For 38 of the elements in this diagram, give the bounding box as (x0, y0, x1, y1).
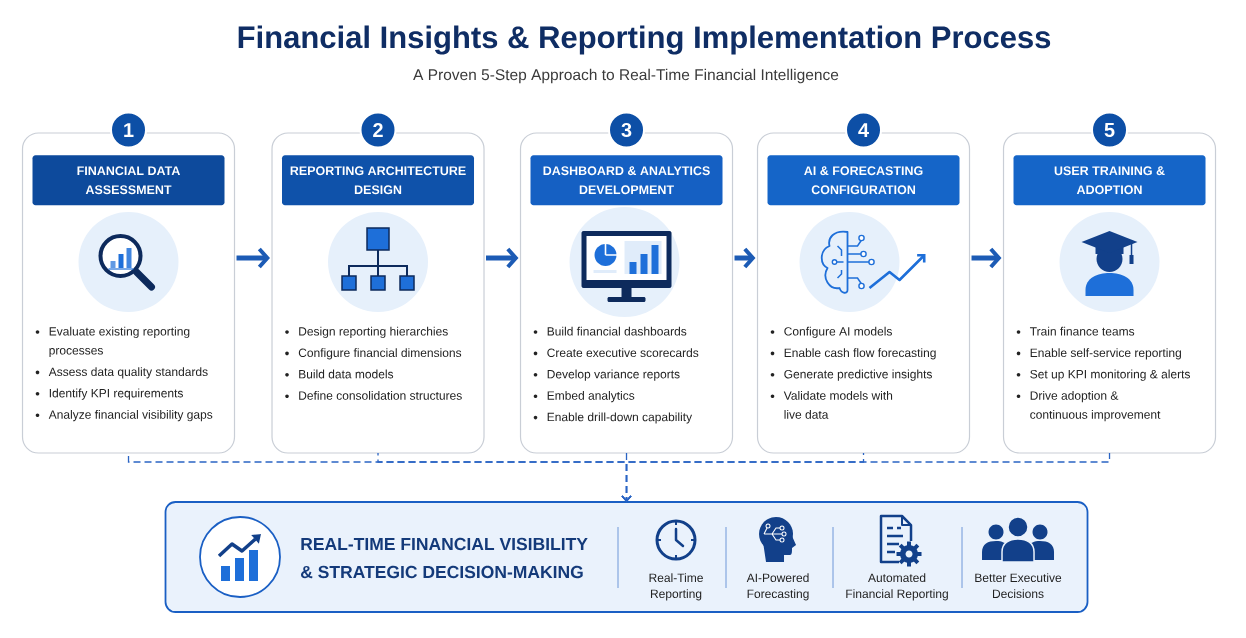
list-item: Develop variance reports (547, 369, 680, 381)
list-item: Create executive scorecards (547, 348, 699, 357)
list-item: Train finance teams (1030, 326, 1135, 336)
number-badge: 3 (608, 111, 645, 149)
list-item: Generate predictive insights (784, 369, 932, 381)
list-item: Identify KPI requirements (49, 388, 183, 400)
list-item: Assess data quality standards (48, 367, 208, 379)
list-item: Define consolidation structures (299, 391, 462, 400)
number-badge: 1 (110, 111, 147, 149)
list-item: Build data models (299, 369, 394, 379)
number-badge: 2 (359, 111, 397, 149)
benefit-label: Better Executive Decisions (975, 573, 1062, 598)
list-item: Enable drill-down capability (547, 412, 693, 424)
benefit-label: Real-Time Reporting (649, 573, 703, 601)
heading-band: DASHBOARD & ANALYTICS DEVELOPMENT (530, 155, 723, 206)
list-item: Drive adoption & continuous improvement (1030, 391, 1161, 422)
title: Financial Insights & Reporting Implementation Process (238, 25, 1051, 55)
list-item: Configure AI models (784, 326, 892, 338)
subtitle: A Proven 5-Step Approach to Real-Time Financial Intelligence (413, 68, 839, 84)
list-item: Set up KPI monitoring & alerts (1030, 369, 1190, 381)
heading-band: AI & FORECASTING CONFIGURATION (767, 155, 960, 206)
heading-band: USER TRAINING & ADOPTION (1013, 155, 1206, 206)
heading-band: REPORTING ARCHITECTURE DESIGN (282, 155, 474, 206)
headline: REAL-TIME FINANCIAL VISIBILITY & STRATEGIC DECISION-MAKING (301, 537, 588, 579)
list-item: Analyze financial visibility gaps (48, 410, 213, 422)
benefit-label: AI-Powered Forecasting (746, 573, 809, 601)
list-item: Build financial dashboards (547, 326, 687, 336)
heading-band: FINANCIAL DATA ASSESSMENT (32, 155, 225, 206)
list-item: Configure financial dimensions (298, 348, 462, 360)
list-item: Enable self-service reporting (1030, 348, 1181, 360)
number-badge: 5 (1091, 111, 1128, 149)
list-item: Validate models with live data (783, 391, 893, 419)
list-item: Evaluate existing reporting processes (49, 326, 190, 357)
number-badge: 4 (845, 111, 882, 149)
benefit-label: Automated Financial Reporting (846, 573, 948, 601)
list-item: Embed analytics (547, 391, 635, 403)
list-item: Design reporting hierarchies (299, 326, 448, 338)
list-item: Enable cash flow forecasting (784, 348, 936, 360)
